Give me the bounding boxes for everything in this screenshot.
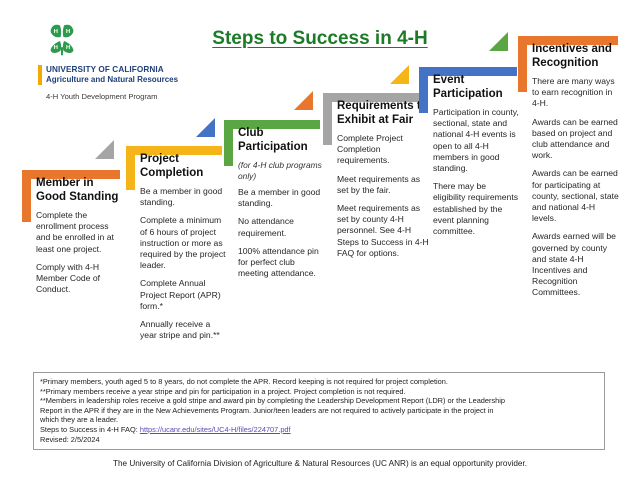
program-name: 4-H Youth Development Program (46, 92, 158, 101)
bracket-top-bar (323, 93, 427, 102)
step-item: Meet requirements as set by county 4-H p… (337, 203, 429, 258)
university-name: UNIVERSITY OF CALIFORNIA (46, 65, 164, 74)
step-item: Annually receive a year stripe and pin.*… (140, 319, 220, 341)
step-item: Awards earned will be governed by county… (532, 231, 616, 298)
footnote-line: **Primary members receive a year stripe … (40, 386, 406, 396)
bracket-side-bar (518, 36, 527, 92)
step-content: Club Participation (for 4-H club program… (238, 126, 326, 286)
page-title: Steps to Success in 4-H (212, 28, 428, 49)
step-item: Complete the enrollment process and be e… (36, 210, 114, 254)
faq-link[interactable]: https://ucanr.edu/sites/UC4-H/files/2247… (139, 424, 291, 434)
division-name: Agriculture and Natural Resources (46, 75, 179, 84)
step-content: Project Completion Be a member in good s… (140, 152, 228, 348)
step-content: Requirements to Exhibit at Fair Complete… (337, 99, 429, 266)
wordmark-accent-bar (38, 65, 42, 85)
step-item: There are many ways to earn recognition … (532, 76, 615, 109)
svg-text:H: H (54, 45, 58, 51)
bracket-side-bar (22, 170, 31, 222)
svg-text:H: H (66, 45, 70, 51)
connector-triangle-orange (294, 91, 313, 110)
step-heading: Requirements to Exhibit at Fair (337, 100, 428, 126)
step-item: Complete Project Completion requirements… (337, 133, 403, 166)
bracket-side-bar (323, 93, 332, 145)
footnote-line: Report in the APR if they are in the New… (40, 405, 494, 415)
footnote-line: *Primary members, youth aged 5 to 8 year… (40, 377, 448, 386)
step-content: Incentives and Recognition There are man… (532, 42, 620, 306)
connector-triangle-green (489, 32, 508, 51)
bracket-top-bar (419, 67, 517, 76)
bracket-top-bar (518, 36, 618, 45)
step-item: Participation in county, sectional, stat… (433, 107, 519, 174)
step-heading: Incentives and Recognition (532, 43, 612, 69)
bracket-top-bar (126, 146, 222, 155)
equal-opportunity-statement: The University of California Division of… (112, 459, 528, 468)
step-item: Awards can be earned based on project an… (532, 116, 618, 161)
svg-text:H: H (66, 29, 70, 35)
step-content: Member in Good Standing Complete the enr… (36, 176, 124, 302)
step-item: No attendance requirement. (238, 216, 294, 238)
uc-anr-logo: H H H H UNIVERSITY OF CALIFORNIA Agricul… (38, 22, 208, 101)
footnote-line: which they are a leader. (40, 415, 119, 425)
connector-triangle-gray (95, 140, 114, 159)
bracket-side-bar (224, 120, 233, 166)
four-leaf-clover-icon: H H H H (50, 24, 74, 56)
step-content: Event Participation Participation in cou… (433, 73, 519, 244)
step-note: (for 4-H club programs only) (238, 160, 322, 181)
step-item: Awards can be earned for participating a… (532, 168, 619, 224)
connector-triangle-blue (196, 118, 215, 137)
footnote-box: *Primary members, youth aged 5 to 8 year… (33, 372, 605, 451)
step-item: Be a member in good standing. (140, 186, 223, 208)
step-item: Complete Annual Project Report (APR) for… (140, 278, 221, 311)
uc-wordmark: UNIVERSITY OF CALIFORNIA Agriculture and… (38, 65, 208, 85)
step-item: Complete a minimum of 6 hours of project… (140, 215, 226, 271)
step-heading: Project Completion (140, 153, 204, 179)
step-item: 100% attendance pin for perfect club mee… (238, 245, 319, 279)
step-item: Be a member in good standing. (238, 187, 321, 209)
step-item: Meet requirements as set by the fair. (337, 173, 421, 195)
step-item: There may be eligibility requirements es… (433, 181, 519, 237)
bracket-side-bar (126, 146, 135, 190)
footnote-faq-line: Steps to Success in 4-H FAQ: https://uca… (40, 425, 598, 435)
step-item: Comply with 4-H Member Code of Conduct. (36, 261, 101, 295)
step-heading: Club Participation (238, 127, 308, 153)
faq-label: Steps to Success in 4-H FAQ: (40, 424, 140, 434)
step-heading: Member in Good Standing (36, 177, 119, 203)
bracket-top-bar (22, 170, 120, 179)
svg-text:H: H (54, 29, 58, 35)
bracket-side-bar (419, 67, 428, 113)
bracket-top-bar (224, 120, 320, 129)
footnote-line: **Members in leadership roles receive a … (40, 396, 506, 406)
connector-triangle-gold (390, 65, 409, 84)
revised-date: Revised: 2/5/2024 (40, 434, 100, 444)
step-heading: Event Participation (433, 74, 503, 100)
